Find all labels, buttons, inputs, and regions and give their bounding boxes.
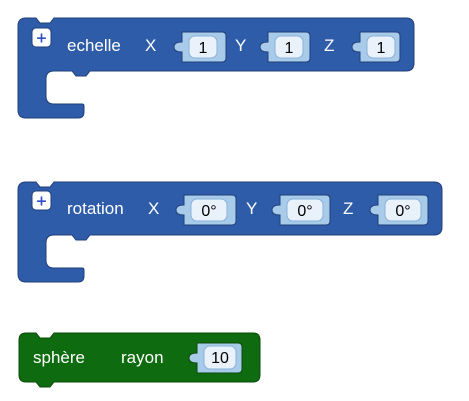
plus-icon: + (36, 31, 48, 47)
rotation-expand-button[interactable]: + (31, 190, 52, 211)
rotation-z-field[interactable] (384, 198, 422, 222)
rotation-y-label: Y (246, 199, 257, 218)
rotation-block-body (17, 181, 443, 283)
scale-expand-button[interactable]: + (31, 27, 52, 48)
rotation-x-input[interactable]: 0° (175, 194, 237, 226)
scale-block-body (17, 17, 415, 119)
rotation-z-value: 0° (395, 203, 410, 220)
sphere-label: sphère (33, 348, 85, 367)
rotation-z-label: Z (343, 199, 353, 218)
plus-icon: + (36, 194, 48, 210)
scale-x-input[interactable]: 1 (173, 31, 227, 63)
scale-z-value: 1 (377, 40, 386, 57)
scale-label: echelle (67, 36, 121, 55)
rotation-x-value: 0° (201, 203, 216, 220)
rotation-y-input[interactable]: 0° (271, 194, 331, 226)
scale-block[interactable]: + echelle X 1 Y 1 Z 1 (17, 17, 415, 119)
scale-x-label: X (145, 36, 156, 55)
rotation-y-field[interactable] (286, 198, 324, 222)
sphere-radius-label: rayon (121, 348, 164, 367)
sphere-radius-input[interactable]: 10 (188, 342, 243, 374)
scale-z-field[interactable] (366, 35, 396, 59)
scale-y-value: 1 (285, 40, 294, 57)
scale-y-label: Y (235, 36, 246, 55)
rotation-x-label: X (148, 199, 159, 218)
rotation-block[interactable]: + rotation X 0° Y 0° Z 0° (17, 181, 443, 283)
sphere-radius-value: 10 (211, 350, 229, 367)
sphere-block[interactable]: sphère rayon 10 (18, 332, 261, 388)
sphere-radius-field[interactable] (203, 345, 237, 370)
scale-y-input[interactable]: 1 (259, 31, 311, 63)
rotation-label: rotation (67, 199, 124, 218)
scale-x-value: 1 (199, 40, 208, 57)
rotation-x-field[interactable] (190, 198, 228, 222)
rotation-z-input[interactable]: 0° (369, 194, 429, 226)
rotation-y-value: 0° (297, 203, 312, 220)
scale-z-input[interactable]: 1 (351, 31, 401, 63)
scale-y-field[interactable] (274, 35, 304, 59)
scale-x-field[interactable] (188, 35, 218, 59)
scale-z-label: Z (324, 36, 334, 55)
